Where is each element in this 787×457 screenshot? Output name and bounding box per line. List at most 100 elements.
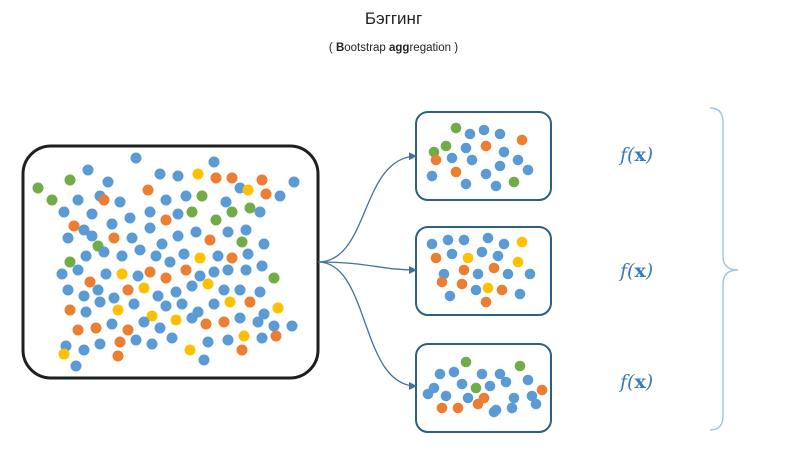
data-point bbox=[240, 264, 252, 276]
data-point bbox=[244, 296, 256, 308]
data-point bbox=[268, 320, 280, 332]
data-point bbox=[220, 196, 232, 208]
data-point bbox=[480, 296, 492, 308]
data-point bbox=[86, 230, 98, 242]
data-point bbox=[144, 222, 156, 234]
data-point bbox=[194, 270, 206, 282]
data-point bbox=[204, 234, 216, 246]
data-point bbox=[80, 306, 92, 318]
data-point bbox=[102, 176, 114, 188]
data-point bbox=[476, 246, 488, 258]
data-point bbox=[434, 368, 446, 380]
data-point bbox=[178, 248, 190, 260]
data-point bbox=[502, 268, 514, 280]
data-point bbox=[192, 168, 204, 180]
data-point bbox=[498, 146, 510, 158]
data-point bbox=[442, 234, 454, 246]
data-point bbox=[100, 268, 112, 280]
data-point bbox=[78, 290, 90, 302]
data-point bbox=[222, 264, 234, 276]
data-point bbox=[124, 212, 136, 224]
data-point bbox=[152, 290, 164, 302]
sample-1-points bbox=[426, 122, 534, 192]
data-point bbox=[448, 366, 460, 378]
data-point bbox=[128, 298, 140, 310]
data-point bbox=[84, 276, 96, 288]
dataset-points bbox=[32, 152, 300, 372]
data-point bbox=[150, 250, 162, 262]
data-point bbox=[426, 170, 438, 182]
data-point bbox=[450, 122, 462, 134]
data-point bbox=[440, 390, 452, 402]
data-point bbox=[78, 344, 90, 356]
data-point bbox=[210, 172, 222, 184]
data-point bbox=[222, 334, 234, 346]
data-point bbox=[472, 398, 484, 410]
data-point bbox=[180, 190, 192, 202]
data-point bbox=[72, 324, 84, 336]
data-point bbox=[108, 232, 120, 244]
data-point bbox=[184, 344, 196, 356]
data-point bbox=[496, 284, 508, 296]
data-point bbox=[114, 336, 126, 348]
data-point bbox=[252, 316, 264, 328]
data-point bbox=[488, 406, 500, 418]
data-point bbox=[112, 304, 124, 316]
data-point bbox=[456, 378, 468, 390]
data-point bbox=[180, 264, 192, 276]
data-point bbox=[500, 376, 512, 388]
data-point bbox=[114, 196, 126, 208]
data-point bbox=[494, 368, 506, 380]
data-point bbox=[460, 178, 472, 190]
data-point bbox=[478, 124, 490, 136]
data-point bbox=[132, 270, 144, 282]
data-point bbox=[494, 160, 506, 172]
data-point bbox=[270, 330, 282, 342]
data-point bbox=[62, 284, 74, 296]
data-point bbox=[236, 344, 248, 356]
data-point bbox=[198, 354, 210, 366]
data-point bbox=[464, 128, 476, 140]
data-point bbox=[116, 250, 128, 262]
data-point bbox=[472, 268, 484, 280]
sample-3-points bbox=[422, 356, 548, 418]
data-point bbox=[256, 174, 268, 186]
data-point bbox=[446, 248, 458, 260]
data-point bbox=[92, 284, 104, 296]
data-point bbox=[172, 230, 184, 242]
data-point bbox=[288, 176, 300, 188]
data-point bbox=[450, 166, 462, 178]
data-point bbox=[452, 402, 464, 414]
data-point bbox=[160, 214, 172, 226]
data-point bbox=[142, 184, 154, 196]
data-point bbox=[236, 236, 248, 248]
data-point bbox=[222, 226, 234, 238]
data-point bbox=[226, 252, 238, 264]
data-point bbox=[138, 282, 150, 294]
data-point bbox=[516, 134, 528, 146]
data-point bbox=[286, 320, 298, 332]
data-point bbox=[146, 310, 158, 322]
data-point bbox=[226, 206, 238, 218]
data-point bbox=[202, 336, 214, 348]
data-point bbox=[72, 264, 84, 276]
data-point bbox=[484, 380, 496, 392]
data-point bbox=[186, 280, 198, 292]
data-point bbox=[56, 268, 68, 280]
data-point bbox=[202, 278, 214, 290]
model-output-1: f(x) bbox=[620, 144, 654, 166]
data-point bbox=[80, 250, 92, 262]
data-point bbox=[226, 172, 238, 184]
data-point bbox=[156, 238, 168, 250]
data-point bbox=[64, 256, 76, 268]
data-point bbox=[208, 156, 220, 168]
data-point bbox=[130, 334, 142, 346]
data-point bbox=[444, 290, 456, 302]
data-point bbox=[68, 220, 80, 232]
data-point bbox=[498, 238, 510, 250]
data-point bbox=[460, 356, 472, 368]
data-point bbox=[144, 206, 156, 218]
data-point bbox=[172, 170, 184, 182]
data-point bbox=[212, 250, 224, 262]
data-point bbox=[254, 286, 266, 298]
